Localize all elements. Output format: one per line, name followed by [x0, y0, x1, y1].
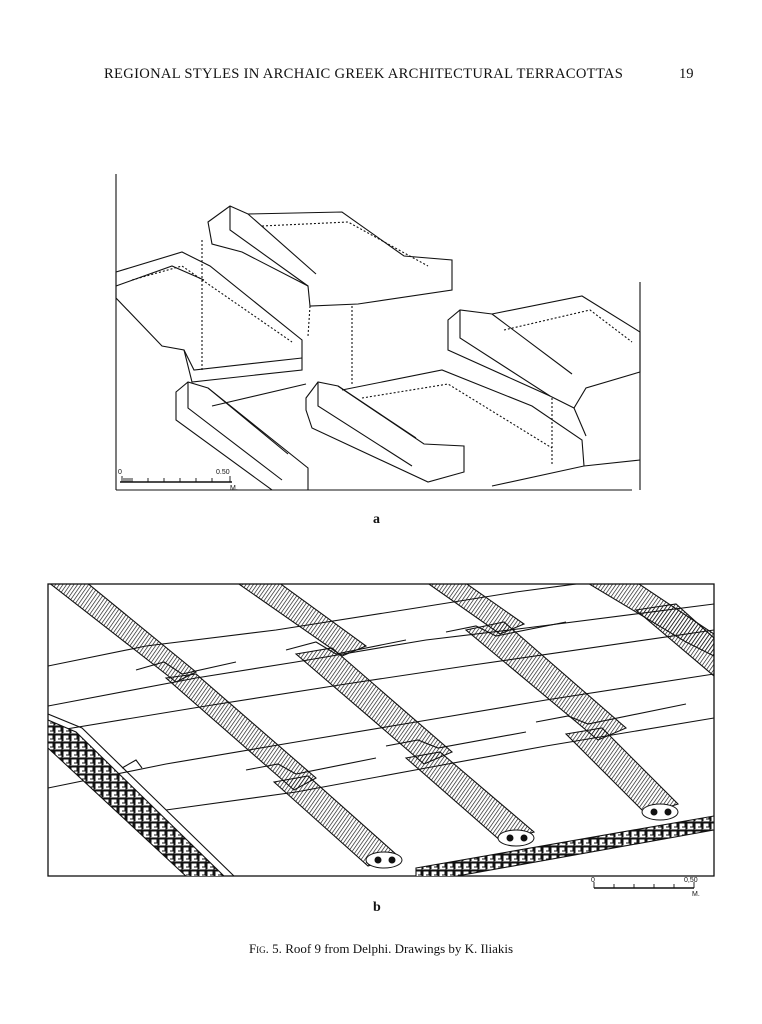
- scale-bar-b: 0 0,50 M.: [591, 877, 700, 898]
- running-head: REGIONAL STYLES IN ARCHAIC GREEK ARCHITE…: [104, 66, 624, 82]
- scale-b-unit: M.: [692, 891, 700, 898]
- caption-text: Roof 9 from Delphi. Drawings by K. Iliak…: [285, 941, 514, 956]
- figure-caption: Fig. 5. Roof 9 from Delphi. Drawings by …: [0, 941, 762, 957]
- scale-b-start: 0: [591, 877, 595, 884]
- figure-a-label: a: [373, 512, 380, 527]
- figure-a-drawing: 0 0.50 M.: [115, 174, 641, 492]
- scale-a-start: 0: [118, 469, 122, 476]
- page-number: 19: [679, 66, 694, 82]
- figure-b-label: b: [373, 900, 381, 915]
- caption-fig-label: Fig. 5.: [248, 941, 282, 956]
- scale-a-unit: M.: [230, 485, 238, 492]
- figure-b-drawing: [47, 583, 715, 877]
- scale-a-mid: 0.50: [216, 469, 230, 476]
- scale-b-end: 0,50: [684, 877, 698, 884]
